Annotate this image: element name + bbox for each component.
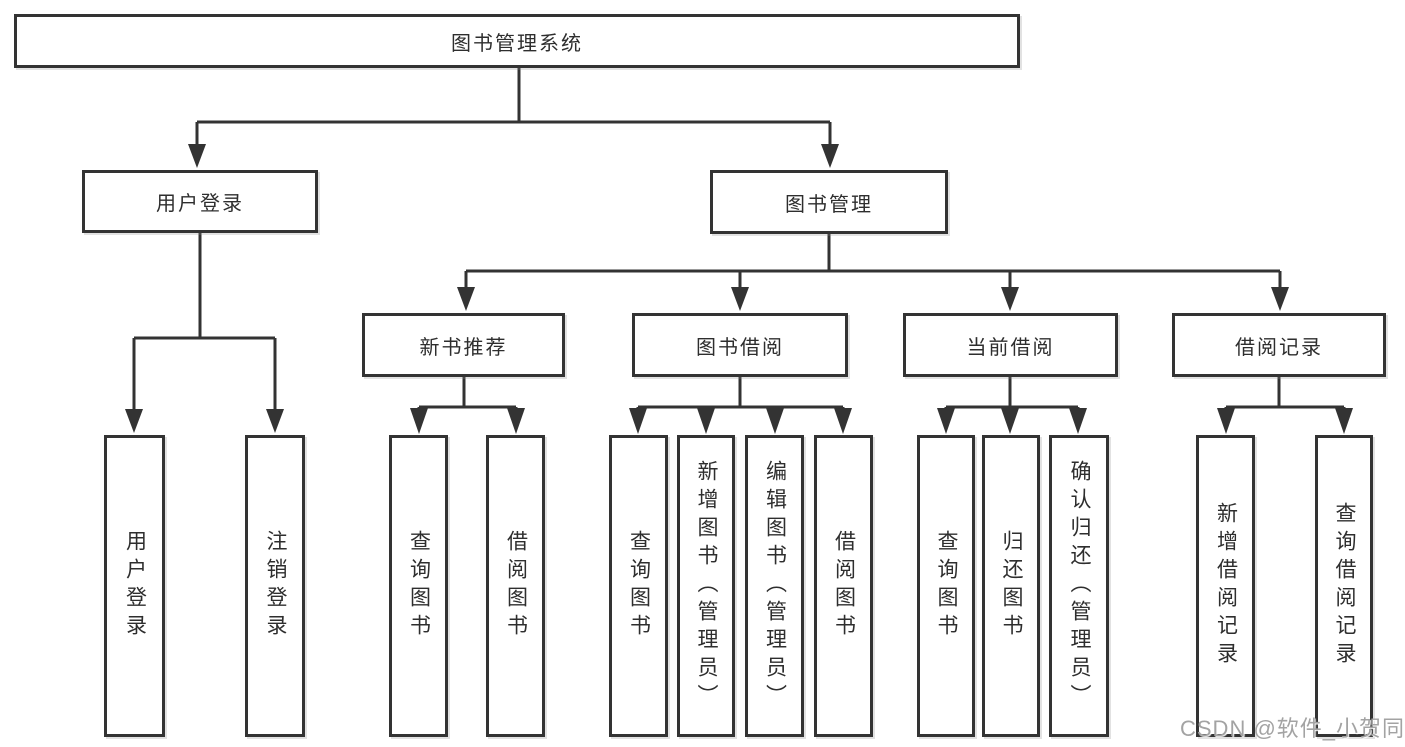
watermark: CSDN @软件_小贺同学 [1180, 716, 1405, 741]
connector-book-management-to-level3 [457, 234, 1289, 311]
node-query-books-recommend: 查询图书 [389, 435, 448, 737]
connector-user-login-to-leaves [125, 232, 284, 433]
node-library-management-system: 图书管理系统 [14, 14, 1020, 68]
node-current-borrowing: 当前借阅 [903, 313, 1118, 377]
node-return-books: 归还图书 [982, 435, 1040, 737]
node-query-borrow-record: 查询借阅记录 [1315, 435, 1373, 737]
node-edit-book-admin: 编辑图书（管理员） [745, 435, 804, 737]
node-book-management: 图书管理 [710, 170, 948, 234]
node-logout: 注销登录 [245, 435, 305, 737]
connector-new-book-recommendation-to-leaves [410, 377, 525, 434]
connector-current-borrowing-to-leaves [937, 377, 1087, 434]
node-borrow-books-recommend: 借阅图书 [486, 435, 545, 737]
node-new-book-recommendation: 新书推荐 [362, 313, 565, 377]
connector-borrowing-records-to-leaves [1217, 377, 1353, 434]
node-user-login-action: 用户登录 [104, 435, 165, 737]
node-borrow-books-borrowing: 借阅图书 [814, 435, 873, 737]
node-borrowing-records: 借阅记录 [1172, 313, 1386, 377]
node-user-login: 用户登录 [82, 170, 318, 233]
node-confirm-return-admin: 确认归还（管理员） [1049, 435, 1109, 737]
node-query-books-current: 查询图书 [917, 435, 975, 737]
node-add-book-admin: 新增图书（管理员） [677, 435, 735, 737]
connector-root-to-level2 [188, 68, 839, 168]
node-book-borrowing: 图书借阅 [632, 313, 848, 377]
node-query-books-borrowing: 查询图书 [609, 435, 668, 737]
connector-book-borrowing-to-leaves [629, 377, 852, 434]
node-add-borrow-record: 新增借阅记录 [1196, 435, 1255, 737]
